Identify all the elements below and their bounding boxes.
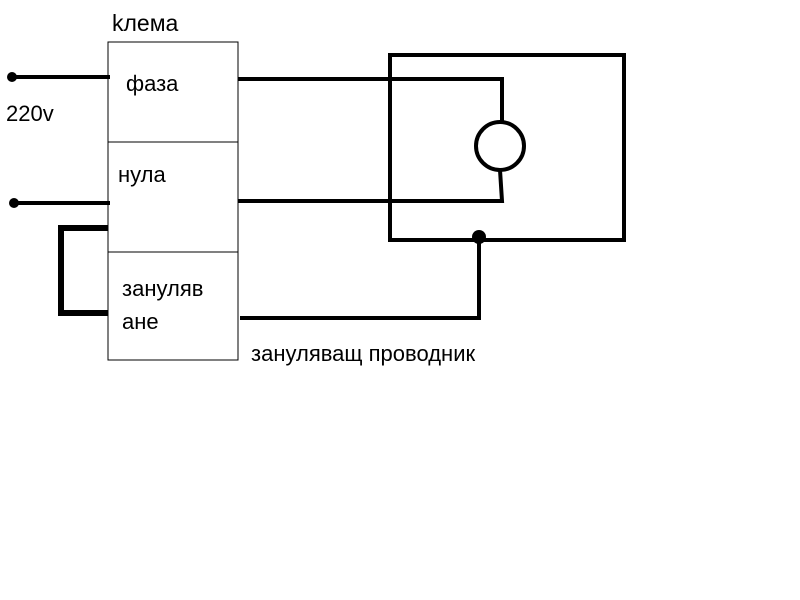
phase-output-wire bbox=[238, 77, 504, 122]
earthing-conductor-wire bbox=[240, 236, 481, 320]
appliance-housing bbox=[388, 53, 626, 242]
phase-terminal-label: фаза bbox=[126, 71, 179, 96]
neutral-output-wire bbox=[238, 169, 505, 203]
supply-voltage-label: 220v bbox=[6, 101, 54, 126]
lamp-icon bbox=[474, 120, 526, 172]
phase-supply-endpoint bbox=[7, 72, 17, 82]
earthing-terminal-label-line2: ане bbox=[122, 309, 159, 334]
earthing-conductor-label: зануляващ проводник bbox=[251, 341, 476, 366]
terminal-block-title: kлема bbox=[112, 10, 179, 36]
earth-connection-point bbox=[472, 230, 486, 244]
output-wires bbox=[238, 77, 505, 320]
neutral-supply-endpoint bbox=[9, 198, 19, 208]
supply-wires bbox=[12, 75, 110, 205]
neutral-terminal-label: нула bbox=[118, 162, 166, 187]
neutral-earth-jumper bbox=[58, 225, 108, 316]
earthing-terminal-label-line1: зануляв bbox=[122, 276, 204, 301]
